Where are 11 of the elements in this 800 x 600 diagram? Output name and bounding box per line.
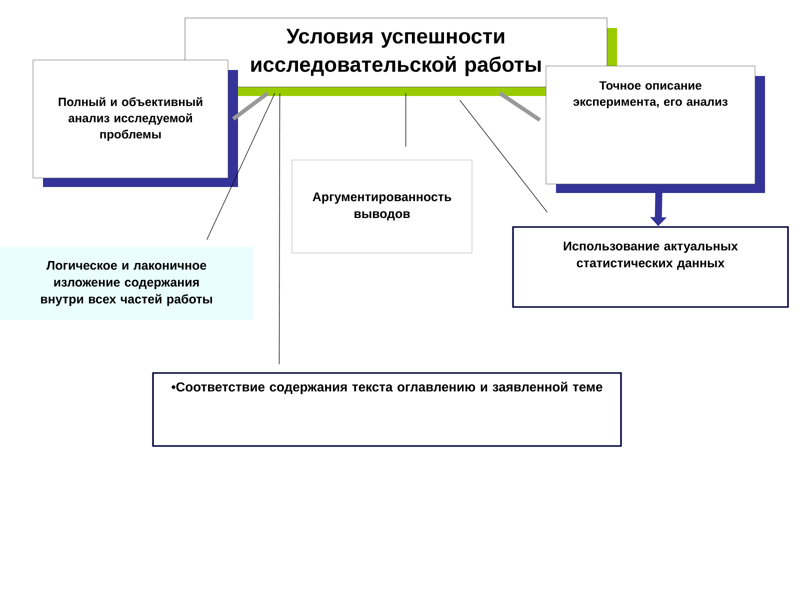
text-box: •Соответствие содержания текста оглавлению и заявленной теме bbox=[152, 372, 622, 447]
connector bbox=[206, 92, 276, 240]
connector bbox=[278, 92, 280, 364]
connector bbox=[460, 100, 548, 212]
connector bbox=[232, 92, 269, 121]
text-box: Использование актуальных статистических данных bbox=[512, 226, 789, 308]
text-box: Точное описание эксперимента, его анализ bbox=[546, 66, 765, 193]
text-box: Полный и объективный анализ исследуемой проблемы bbox=[32, 60, 238, 187]
connector bbox=[498, 92, 541, 122]
text-box: Логическое и лаконичное изложение содержания внутри всех частей работы bbox=[0, 247, 253, 320]
text-box: Аргументированность выводов bbox=[292, 160, 472, 254]
